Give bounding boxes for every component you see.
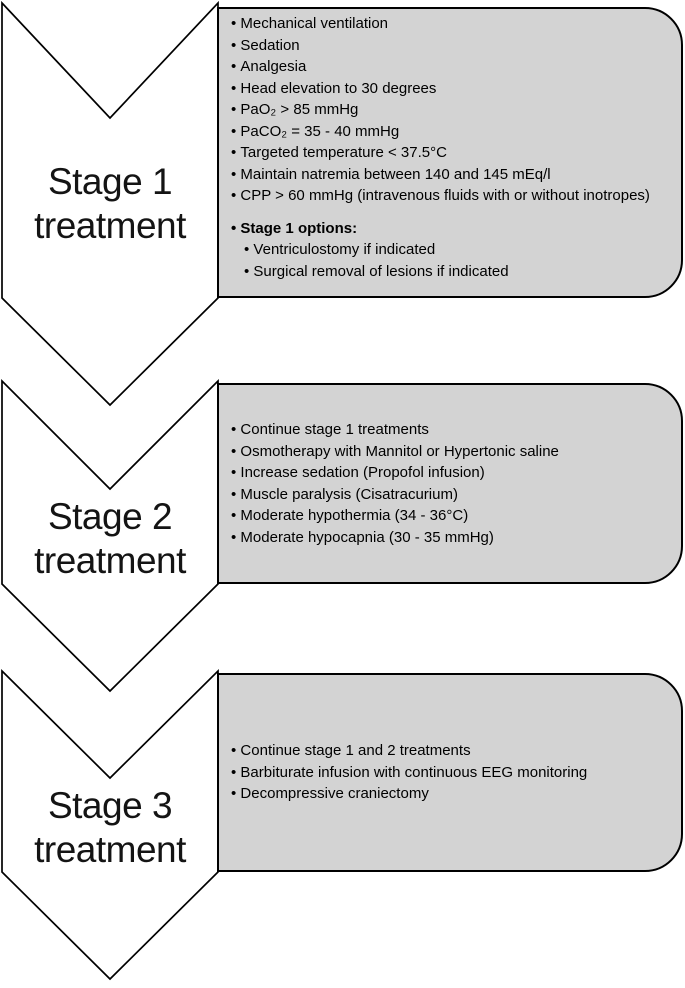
stage-1-chevron-arrow-icon xyxy=(1,0,219,407)
stage-1-options-header: Stage 1 options: xyxy=(231,218,671,240)
stage-2-treatment-item: Increase sedation (Propofol infusion) xyxy=(231,462,671,484)
stage-1-treatment-item: Targeted temperature < 37.5°C xyxy=(231,142,671,164)
stage-1-options-list: Ventriculostomy if indicatedSurgical rem… xyxy=(244,239,671,282)
stage-2-treatment-item: Moderate hypothermia (34 - 36°C) xyxy=(231,505,671,527)
stage-3-label-line1: Stage 3 xyxy=(47,785,173,826)
stage-2-box: Continue stage 1 treatmentsOsmotherapy w… xyxy=(217,383,683,584)
stage-3-treatment-item: Continue stage 1 and 2 treatments xyxy=(231,740,671,762)
stage-1-label-line2: treatment xyxy=(34,205,186,246)
stage-2-treatment-list: Continue stage 1 treatmentsOsmotherapy w… xyxy=(231,419,671,548)
stage-2-treatment-item: Muscle paralysis (Cisatracurium) xyxy=(231,484,671,506)
stage-1-treatment-item: PaO₂ > 85 mmHg xyxy=(231,99,671,121)
stage-2-treatment-item: Moderate hypocapnia (30 - 35 mmHg) xyxy=(231,527,671,549)
stage-2-label-line1: Stage 2 xyxy=(47,496,173,537)
stage-1-option-item: Ventriculostomy if indicated xyxy=(244,239,671,261)
stage-1-treatment-item: Maintain natremia between 140 and 145 mE… xyxy=(231,164,671,186)
stage-3-treatment-item: Decompressive craniectomy xyxy=(231,783,671,805)
stage-1-label: Stage 1 treatment xyxy=(0,160,220,248)
stage-3-treatment-item: Barbiturate infusion with continuous EEG… xyxy=(231,762,671,784)
stage-1-treatment-item: CPP > 60 mmHg (intravenous fluids with o… xyxy=(231,185,671,207)
stage-3-treatment-list: Continue stage 1 and 2 treatmentsBarbitu… xyxy=(231,740,671,805)
stage-3-label: Stage 3 treatment xyxy=(0,784,220,872)
stage-1-treatment-item: PaCO₂ = 35 - 40 mmHg xyxy=(231,121,671,143)
stage-1-treatment-item: Head elevation to 30 degrees xyxy=(231,78,671,100)
stage-2-treatment-item: Osmotherapy with Mannitol or Hypertonic … xyxy=(231,441,671,463)
stage-2-label: Stage 2 treatment xyxy=(0,495,220,583)
stage-2-label-line2: treatment xyxy=(34,540,186,581)
stage-1-treatment-item: Analgesia xyxy=(231,56,671,78)
stage-1-treatment-list: Mechanical ventilationSedationAnalgesiaH… xyxy=(231,13,671,207)
stage-1-option-item: Surgical removal of lesions if indicated xyxy=(244,261,671,283)
stage-1-options-block: Stage 1 options: Ventriculostomy if indi… xyxy=(231,218,671,283)
stage-2-chevron-arrow-icon xyxy=(1,378,219,693)
stage-1-treatment-item: Sedation xyxy=(231,35,671,57)
stage-1-box: Mechanical ventilationSedationAnalgesiaH… xyxy=(217,7,683,298)
stage-3-chevron-arrow-icon xyxy=(1,668,219,981)
stage-2-treatment-item: Continue stage 1 treatments xyxy=(231,419,671,441)
stage-1-label-line1: Stage 1 xyxy=(47,161,173,202)
stage-3-label-line2: treatment xyxy=(34,829,186,870)
stage-3-box: Continue stage 1 and 2 treatmentsBarbitu… xyxy=(217,673,683,872)
stage-1-treatment-item: Mechanical ventilation xyxy=(231,13,671,35)
